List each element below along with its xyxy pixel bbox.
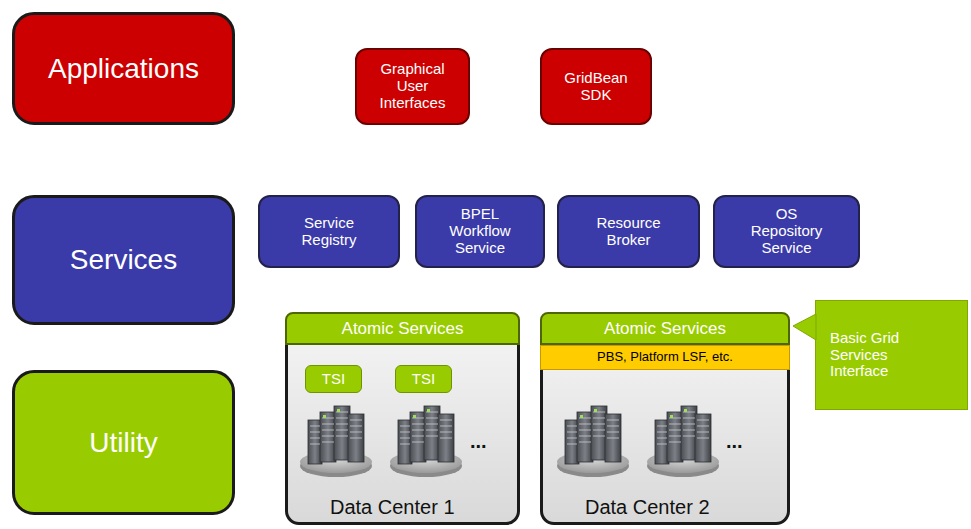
server-icon [557,406,629,477]
callout-pointer [793,314,816,340]
box-label: BPEL Workflow Service [443,206,518,256]
layer-band: Applications [12,12,235,125]
service-box: Resource Broker [557,195,700,268]
server-icon [647,406,719,477]
layer-band: Utility [12,370,235,515]
data-center-box: Data Center 1 Atomic ServicesTSI TSI [285,312,520,525]
application-box: GridBean SDK [540,48,652,125]
box-label: Basic Grid Services Interface [830,330,925,380]
service-box: BPEL Workflow Service [415,195,545,268]
box-label: TSI [412,371,435,388]
server-icon [390,406,462,477]
data-center-box: Data Center 2 Atomic ServicesPBS, Platfor… [540,312,790,525]
layer-title: Applications [48,53,199,84]
service-box: OS Repository Service [713,195,860,268]
tsi-box: TSI [395,365,452,393]
box-label: Data Center 1 [330,496,455,518]
layer-band: Services [12,195,235,325]
application-box: Graphical User Interfaces [355,48,470,125]
ellipsis-label: ... [726,430,743,453]
server-icon [300,406,372,477]
atomic-services-bar: Atomic Services [285,312,520,345]
callout-box: Basic Grid Services Interface [815,300,968,410]
box-label: Atomic Services [342,319,464,338]
box-label: TSI [322,371,345,388]
layer-title: Utility [89,427,157,458]
layer-title: Services [70,244,177,275]
box-label: PBS, Platform LSF, etc. [597,350,733,365]
ellipsis-label: ... [470,430,487,453]
service-box: Service Registry [258,195,400,268]
box-label: Atomic Services [604,319,726,338]
atomic-services-bar: Atomic Services [540,312,790,345]
box-label: Service Registry [292,215,367,249]
tsi-box: TSI [305,365,362,393]
box-label: Data Center 2 [585,496,710,518]
box-label: GridBean SDK [561,70,631,104]
box-label: Graphical User Interfaces [373,61,453,111]
box-label: OS Repository Service [743,206,831,256]
box-label: Resource Broker [593,215,665,249]
scheduler-bar: PBS, Platform LSF, etc. [540,345,790,370]
